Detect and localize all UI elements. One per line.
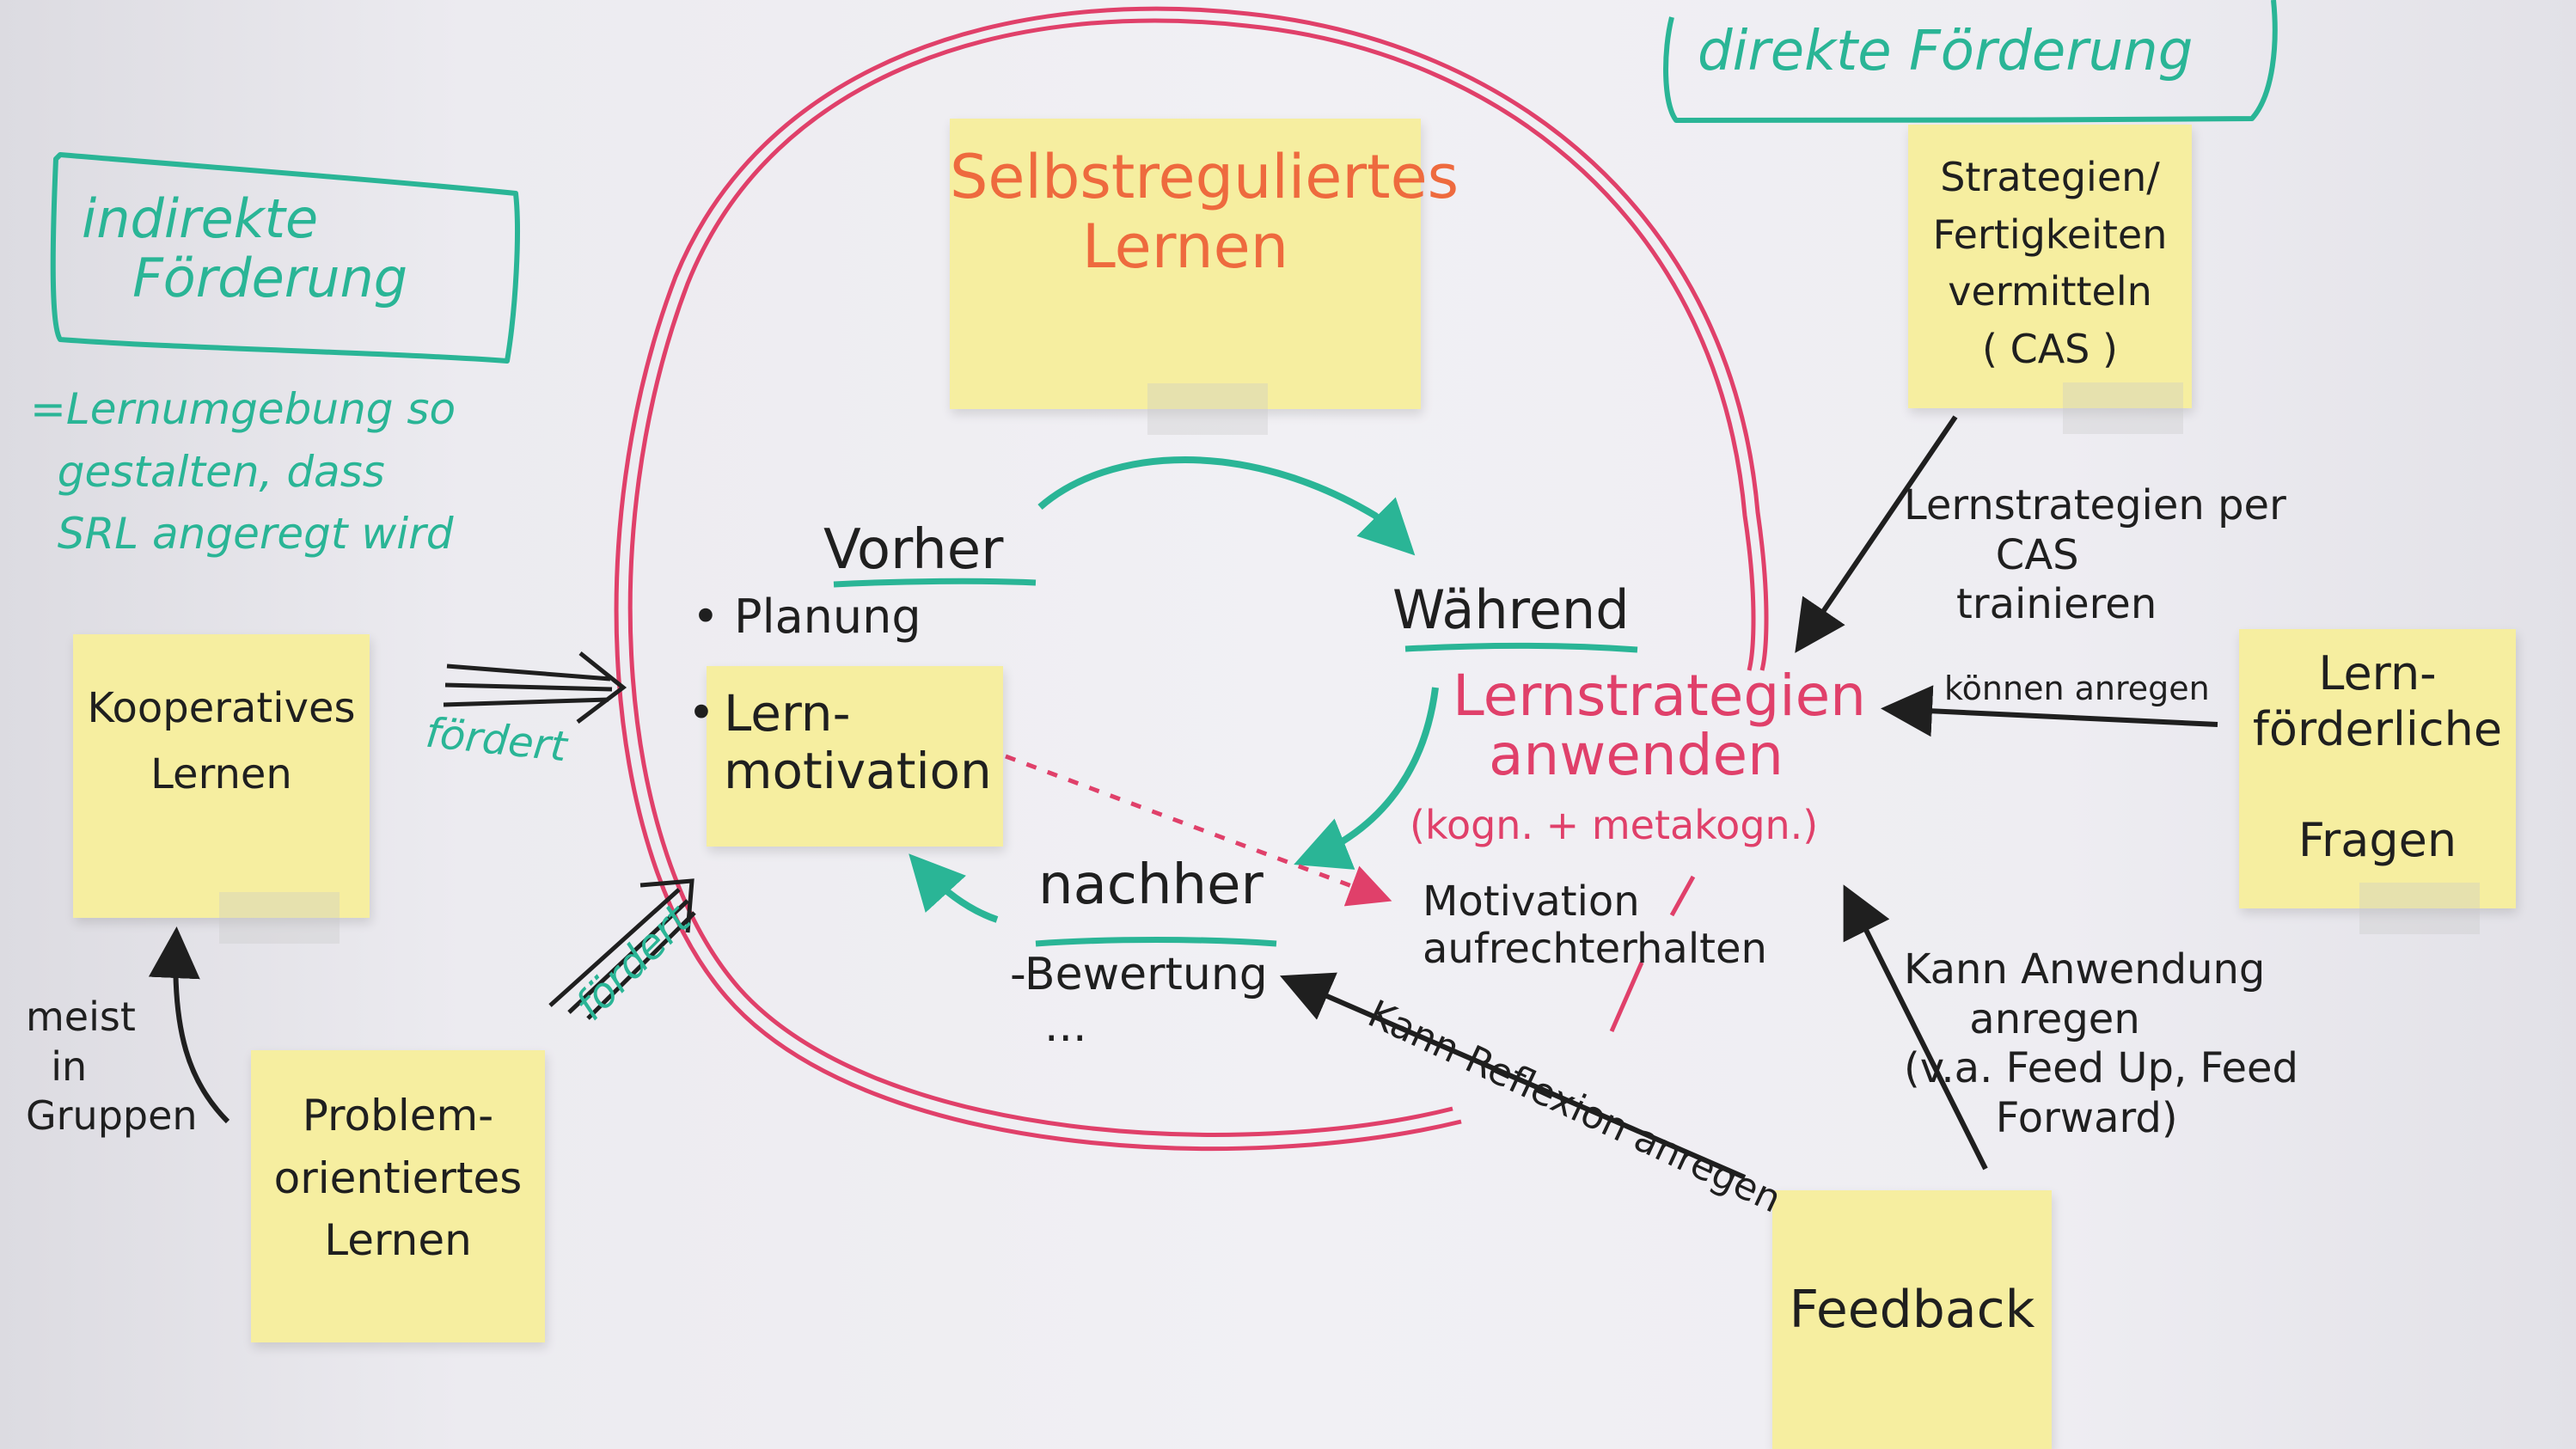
phase-waehrend: Während <box>1392 578 1630 641</box>
motivation-aufrechterhalten: Motivation aufrechterhalten <box>1423 877 1767 974</box>
arrow-feedback-to-kogn <box>1843 884 1988 1171</box>
koennen-anregen-label: können anregen <box>1944 669 2210 707</box>
note-kooperatives-lernen: Kooperatives Lernen <box>73 634 370 944</box>
problem-note-text: Problem- orientiertes Lernen <box>273 1091 523 1265</box>
indirekte-box-outline <box>50 152 520 364</box>
tape <box>2359 883 2480 934</box>
phase-nachher: nachher <box>1038 853 1264 917</box>
indirekte-heading: indirekte Förderung <box>82 187 408 310</box>
note-problemorientiertes-lernen: Problem- orientiertes Lernen <box>251 1050 545 1342</box>
note-strategien-vermitteln: Strategien/ Fertigkeiten vermitteln ( CA… <box>1908 125 2192 434</box>
lernstrategien-anwenden: Lernstrategien anwenden <box>1453 663 1867 789</box>
arrow-cas-to-lernstrategien <box>1795 415 1958 653</box>
kooperativ-note-text: Kooperatives Lernen <box>87 684 356 798</box>
note-lernfoerderliche-fragen: Lern- förderliche Fragen <box>2239 629 2516 934</box>
cas-trainieren-label: Lernstrategien per CAS trainieren <box>1904 481 2286 629</box>
vorher-underline <box>833 578 1037 588</box>
bewertung-item: -Bewertung <box>1010 949 1268 1000</box>
nachher-underline <box>1035 937 1277 947</box>
arrow-kooperativ-triple <box>443 651 627 724</box>
indirekte-description: =Lernumgebung so gestalten, dass SRL ang… <box>30 384 456 559</box>
note-selbstreguliertes-lernen: Selbstreguliertes Lernen <box>950 119 1459 435</box>
feedback-note-text: Feedback <box>1789 1280 2035 1340</box>
phase-vorher: Vorher <box>823 518 1004 582</box>
connector-kogn-reflexion <box>1609 961 1644 1033</box>
waehrend-underline <box>1404 642 1638 653</box>
direkte-heading: direkte Förderung <box>1698 20 2194 83</box>
anwendung-anregen-label: Kann Anwendung anregen (v.a. Feed Up, Fe… <box>1904 945 2298 1142</box>
tape <box>2063 382 2183 434</box>
arrow-problem-to-kooperativ <box>148 926 230 1124</box>
arrow-nachher-to-vorher <box>909 853 999 923</box>
arrow-vorher-to-waehrend <box>1037 456 1416 556</box>
arrow-problem-triple <box>548 878 696 1020</box>
fragen-note-text: Lern- förderliche Fragen <box>2252 646 2503 868</box>
more-dots: ... <box>1044 1000 1087 1052</box>
motivation-bullet: • <box>688 686 715 740</box>
strategien-note-text: Strategien/ Fertigkeiten vermitteln ( CA… <box>1932 154 2168 373</box>
srl-cycle-circle-inner <box>614 6 1769 1152</box>
arrow-fragen-to-lernstrategien <box>1881 685 2218 737</box>
arrow-waehrend-to-nachher <box>1294 687 1439 870</box>
meist-in-gruppen-label: meist in Gruppen <box>26 994 198 1139</box>
motivation-note-text: Lern- motivation <box>724 684 992 800</box>
connector-kogn-motivation <box>1669 875 1696 917</box>
tape <box>1147 383 1268 435</box>
note-feedback: Feedback <box>1772 1190 2052 1449</box>
arrow-feedback-to-bewertung <box>1279 972 1747 1180</box>
note-lernmotivation: Lern- motivation <box>707 666 1003 847</box>
planung-item: • Planung <box>692 590 921 644</box>
direkte-bracket-outline <box>1663 0 2278 123</box>
tape <box>219 892 340 944</box>
srl-cycle-circle-outer <box>627 18 1756 1137</box>
arrow-motivation-dotted <box>1005 754 1392 907</box>
kogn-metakogn: (kogn. + metakogn.) <box>1410 802 1819 848</box>
srl-note-text: Selbstreguliertes Lernen <box>950 142 1459 282</box>
